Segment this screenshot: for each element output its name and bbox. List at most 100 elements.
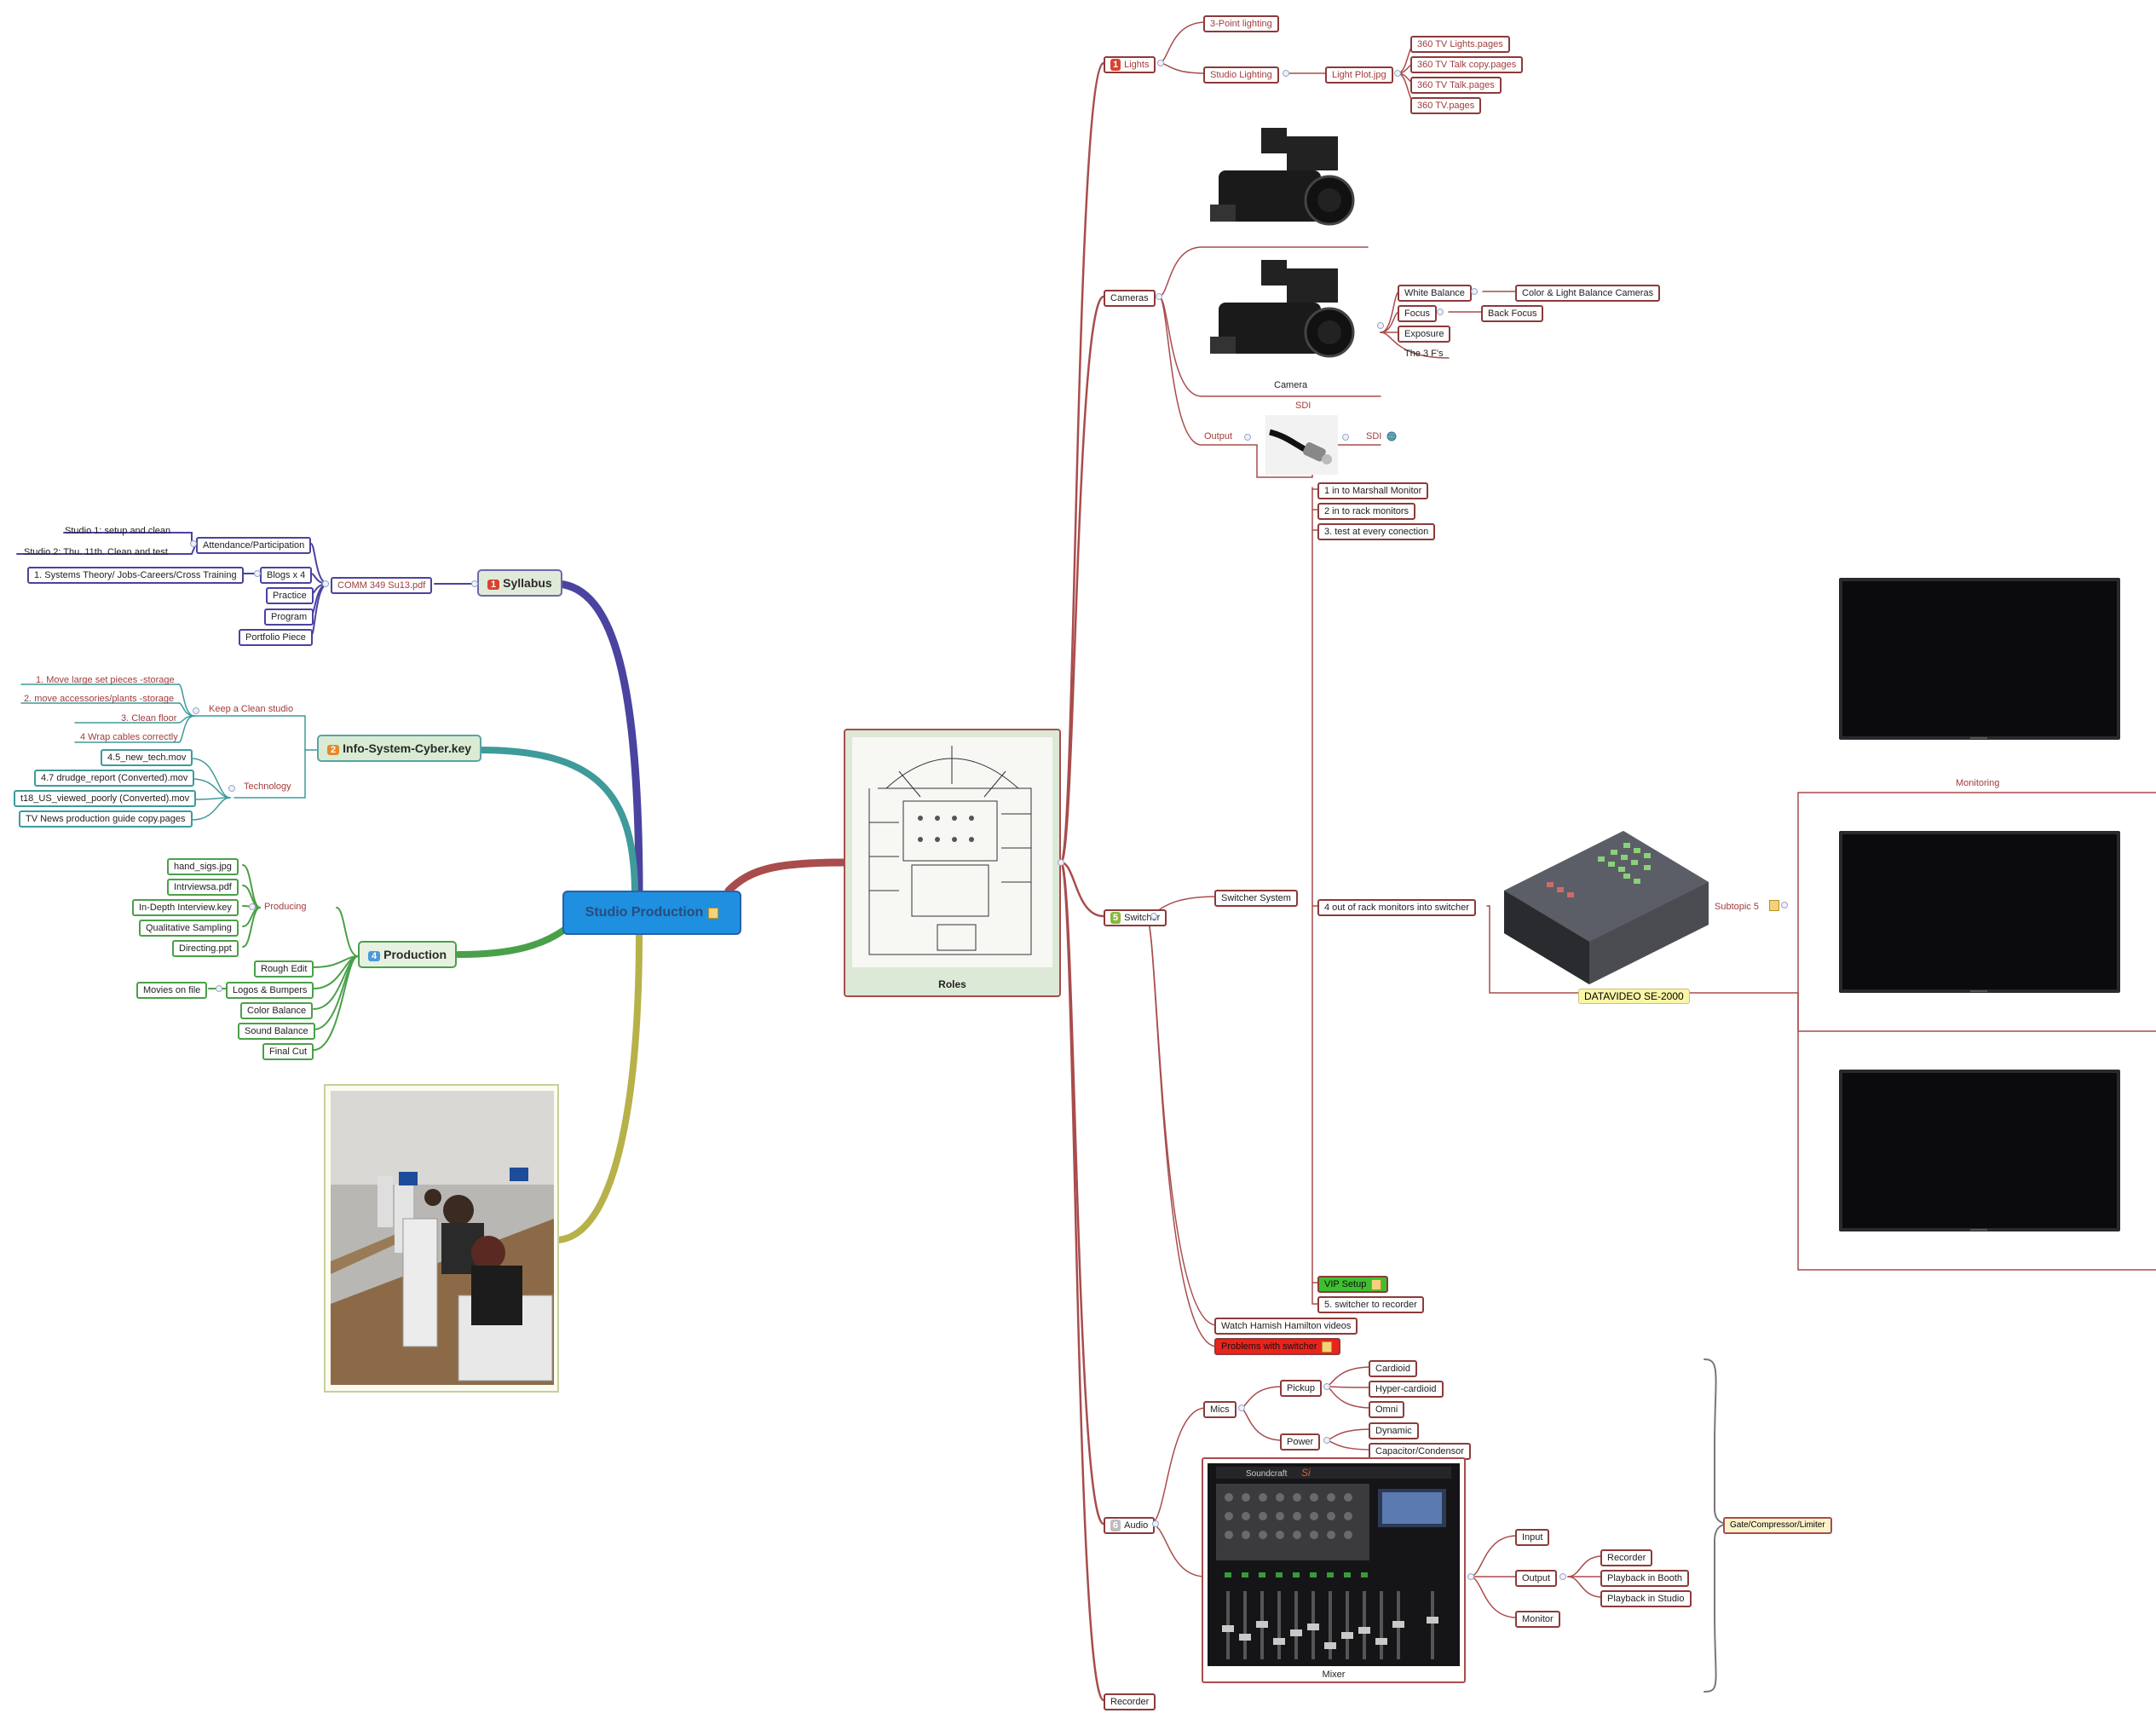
subtopic-5[interactable]: Subtopic 5	[1715, 902, 1759, 912]
collapse-toggle[interactable]	[228, 785, 235, 792]
pickup[interactable]: Pickup	[1280, 1380, 1323, 1397]
note-icon[interactable]	[1769, 900, 1779, 911]
audio-output[interactable]: Output	[1515, 1570, 1558, 1587]
focus[interactable]: Focus	[1398, 305, 1437, 322]
central-topic[interactable]: Studio Production	[562, 891, 741, 935]
collapse-toggle[interactable]	[1238, 1404, 1245, 1411]
collapse-toggle[interactable]	[1323, 1383, 1330, 1390]
syllabus-file[interactable]: COMM 349 Su13.pdf	[331, 577, 433, 594]
pickup-omni[interactable]: Omni	[1369, 1401, 1405, 1418]
collapse-toggle[interactable]	[193, 707, 199, 714]
light-file-4[interactable]: 360 TV.pages	[1410, 97, 1482, 114]
collapse-toggle[interactable]	[1559, 1573, 1566, 1580]
light-file-3[interactable]: 360 TV Talk.pages	[1410, 77, 1502, 94]
light-file-1[interactable]: 360 TV Lights.pages	[1410, 36, 1510, 53]
pickup-cardioid[interactable]: Cardioid	[1369, 1360, 1417, 1377]
tech-file-us-viewed[interactable]: t18_US_viewed_poorly (Converted).mov	[14, 790, 197, 807]
collapse-toggle[interactable]	[1471, 288, 1478, 295]
collapse-toggle[interactable]	[1781, 902, 1788, 908]
connection-2[interactable]: 2 in to rack monitors	[1317, 503, 1416, 520]
output-playback-booth[interactable]: Playback in Booth	[1600, 1570, 1690, 1587]
gate-compressor-limiter[interactable]: Gate/Compressor/Limiter	[1723, 1517, 1832, 1534]
note-icon[interactable]	[708, 907, 719, 919]
collapse-toggle[interactable]	[1467, 1573, 1474, 1580]
mixer-topic[interactable]: Soundcraft Si Mixer	[1202, 1457, 1466, 1683]
producing-item-qualitative[interactable]: Qualitative Sampling	[139, 920, 239, 937]
syllabus-item-attendance[interactable]: Attendance/Participation	[196, 537, 312, 554]
syllabus-item-program[interactable]: Program	[264, 608, 314, 626]
globe-icon[interactable]	[1386, 431, 1397, 441]
blogs-child-systems[interactable]: 1. Systems Theory/ Jobs-Careers/Cross Tr…	[27, 567, 244, 584]
audio-monitor[interactable]: Monitor	[1515, 1611, 1560, 1628]
tech-file-new-tech[interactable]: 4.5_new_tech.mov	[101, 749, 193, 766]
collapse-toggle[interactable]	[322, 580, 329, 587]
note-icon[interactable]	[1371, 1278, 1382, 1290]
switcher-system[interactable]: Switcher System	[1214, 890, 1298, 907]
collapse-toggle[interactable]	[1157, 60, 1164, 66]
color-light-balance[interactable]: Color & Light Balance Cameras	[1515, 285, 1661, 302]
connection-1[interactable]: 1 in to Marshall Monitor	[1317, 482, 1429, 499]
collapse-toggle[interactable]	[1058, 859, 1064, 866]
collapse-toggle[interactable]	[1244, 434, 1251, 441]
producing-item-intrviewsa[interactable]: Intrviewsa.pdf	[167, 879, 239, 896]
collapse-toggle[interactable]	[1152, 1520, 1159, 1527]
logos-child-movies[interactable]: Movies on file	[136, 982, 208, 999]
power-dynamic[interactable]: Dynamic	[1369, 1422, 1419, 1439]
production-item-color[interactable]: Color Balance	[240, 1002, 314, 1019]
problems-with-switcher[interactable]: Problems with switcher	[1214, 1338, 1340, 1355]
recorder-topic[interactable]: Recorder	[1104, 1693, 1156, 1710]
pickup-hyper-cardioid[interactable]: Hyper-cardioid	[1369, 1381, 1444, 1398]
production-item-rough-edit[interactable]: Rough Edit	[254, 960, 314, 978]
exposure[interactable]: Exposure	[1398, 326, 1451, 343]
four-out-rack[interactable]: 4 out of rack monitors into switcher	[1317, 899, 1476, 916]
light-plot-file[interactable]: Light Plot.jpg	[1325, 66, 1393, 84]
sdi-label[interactable]: SDI	[1366, 431, 1382, 441]
collapse-toggle[interactable]	[1150, 913, 1157, 920]
cameras-topic[interactable]: Cameras	[1104, 290, 1156, 307]
mics[interactable]: Mics	[1203, 1401, 1237, 1418]
collapse-toggle[interactable]	[254, 570, 261, 577]
light-file-2[interactable]: 360 TV Talk copy.pages	[1410, 56, 1524, 73]
output-recorder[interactable]: Recorder	[1600, 1549, 1653, 1566]
note-icon[interactable]	[1322, 1341, 1333, 1353]
collapse-toggle[interactable]	[1283, 70, 1289, 77]
output-playback-studio[interactable]: Playback in Studio	[1600, 1590, 1692, 1607]
production-item-final-cut[interactable]: Final Cut	[262, 1043, 314, 1060]
output-label[interactable]: Output	[1204, 431, 1233, 441]
collapse-toggle[interactable]	[1394, 70, 1401, 77]
switcher-to-recorder[interactable]: 5. switcher to recorder	[1317, 1296, 1424, 1313]
production-item-sound[interactable]: Sound Balance	[238, 1023, 315, 1040]
power[interactable]: Power	[1280, 1433, 1321, 1451]
collapse-toggle[interactable]	[1377, 322, 1384, 329]
producing-item-hand-sigs[interactable]: hand_sigs.jpg	[167, 858, 239, 875]
watch-hamish[interactable]: Watch Hamish Hamilton videos	[1214, 1318, 1358, 1335]
classroom-photo[interactable]	[324, 1084, 559, 1393]
tech-file-guide[interactable]: TV News production guide copy.pages	[19, 810, 193, 828]
studio-lighting[interactable]: Studio Lighting	[1203, 66, 1279, 84]
collapse-toggle[interactable]	[1156, 293, 1162, 300]
producing-item-indepth[interactable]: In-Depth Interview.key	[132, 899, 239, 916]
connection-3[interactable]: 3. test at every conection	[1317, 523, 1436, 540]
collapse-toggle[interactable]	[1342, 434, 1349, 441]
collapse-toggle[interactable]	[1323, 1437, 1330, 1444]
syllabus-item-practice[interactable]: Practice	[266, 587, 314, 604]
white-balance[interactable]: White Balance	[1398, 285, 1472, 302]
collapse-toggle[interactable]	[216, 985, 222, 992]
keep-clean-label[interactable]: Keep a Clean studio	[209, 704, 294, 714]
back-focus[interactable]: Back Focus	[1481, 305, 1544, 322]
collapse-toggle[interactable]	[190, 540, 197, 547]
producing-item-directing[interactable]: Directing.ppt	[172, 940, 239, 957]
roles-topic[interactable]: Roles	[844, 729, 1061, 997]
collapse-toggle[interactable]	[249, 903, 256, 910]
production-item-logos[interactable]: Logos & Bumpers	[226, 982, 314, 999]
technology-label[interactable]: Technology	[244, 782, 291, 792]
collapse-toggle[interactable]	[1437, 309, 1444, 315]
tech-file-drudge[interactable]: 4.7 drudge_report (Converted).mov	[34, 770, 195, 787]
syllabus-item-portfolio[interactable]: Portfolio Piece	[239, 629, 313, 646]
